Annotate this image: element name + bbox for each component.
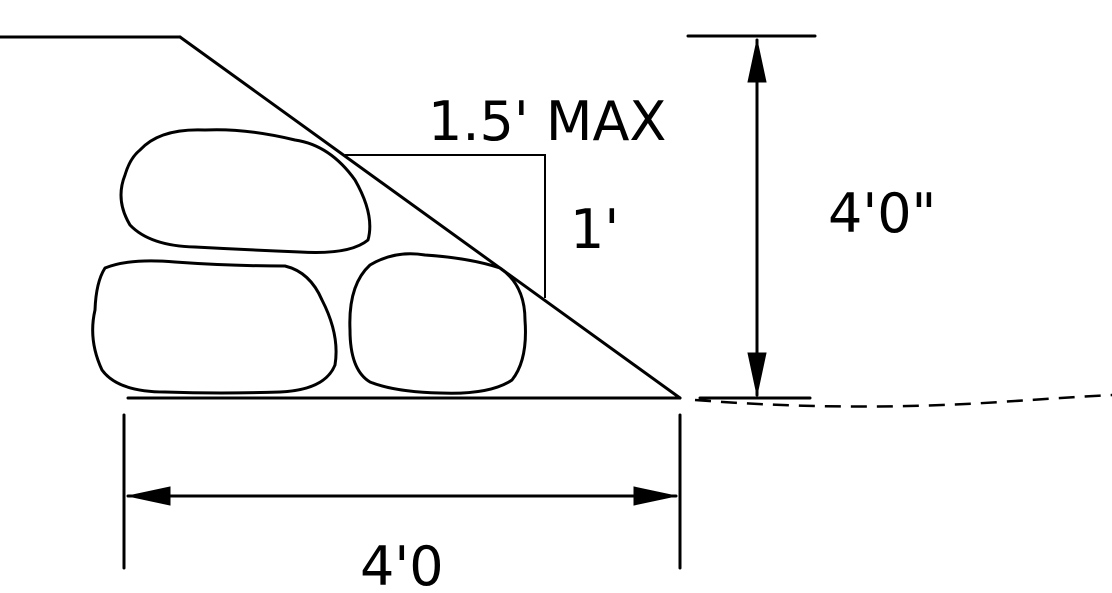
height-arrow-up-icon [747,39,767,83]
existing-grade-line [694,393,1112,408]
width-arrow-right-icon [633,486,677,506]
rock-top [119,128,372,254]
width-label: 4'0 [360,535,444,593]
rock-bottom-left [91,259,338,395]
height-arrow-down-icon [747,352,767,396]
slope-ratio-bracket [345,154,546,298]
rock-bottom-right [348,252,527,395]
slope-rise-label: 1' [570,198,619,261]
slope-run-label: 1.5' MAX [428,90,666,153]
slope-face-line [178,35,682,400]
height-label: 4'0" [828,182,936,245]
width-arrow-left-icon [127,486,171,506]
